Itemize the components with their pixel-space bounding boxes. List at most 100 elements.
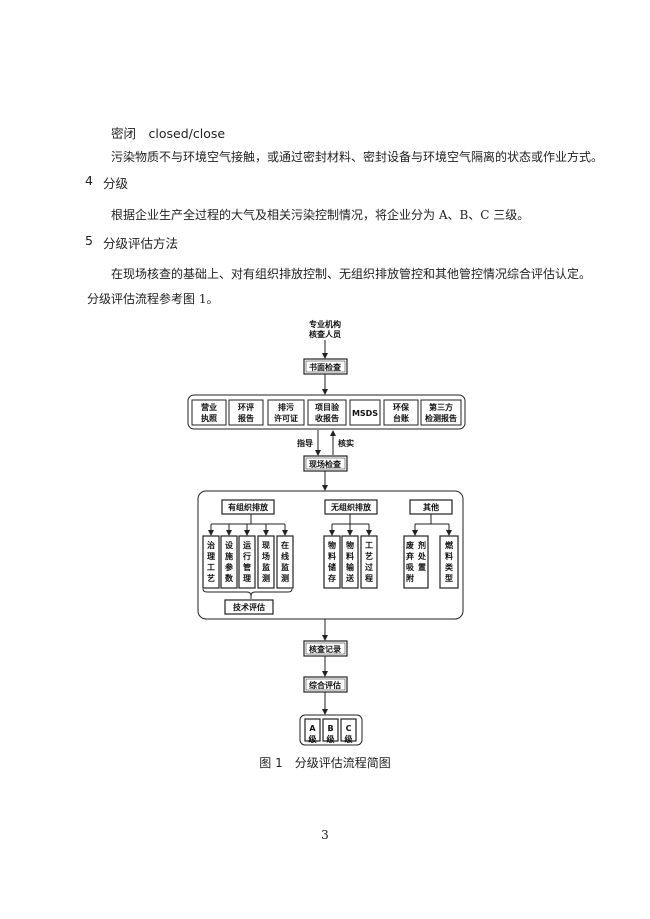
verify-label: 核实 bbox=[338, 438, 354, 448]
documents-container bbox=[187, 394, 466, 430]
svg-text:现场检查: 现场检查 bbox=[309, 459, 342, 469]
other-item-1-char: 附 bbox=[406, 573, 414, 583]
unorganized-item-3-char: 艺 bbox=[365, 551, 373, 561]
svg-text:收报告: 收报告 bbox=[315, 413, 339, 423]
svg-text:环保: 环保 bbox=[393, 402, 410, 412]
document-node-4: 项目验 收报告 bbox=[307, 399, 347, 426]
svg-text:书面检查: 书面检查 bbox=[309, 362, 342, 372]
section-5-title: 分级评估方法 bbox=[103, 236, 179, 251]
svg-text:排污: 排污 bbox=[278, 402, 294, 412]
svg-text:台账: 台账 bbox=[393, 413, 409, 423]
organized-item-5-char: 在 bbox=[281, 540, 289, 550]
tech-eval-node: 技术评估 bbox=[224, 599, 274, 615]
organized-item-1-char: 工 bbox=[207, 563, 215, 572]
unorganized-item-2-char: 料 bbox=[346, 551, 354, 561]
unorganized-emission-node: 无组织排放 bbox=[324, 499, 378, 515]
term-closed: 密闭 closed/close bbox=[111, 126, 226, 141]
document-node-2: 环评 报告 bbox=[228, 399, 264, 426]
grade-1-char: A bbox=[309, 724, 316, 733]
term-closed-definition: 污染物质不与环境空气接触，或通过密封材料、密封设备与环境空气隔离的状态或作业方式… bbox=[111, 150, 604, 164]
grades-container bbox=[299, 714, 363, 746]
svg-text:综合评估: 综合评估 bbox=[309, 680, 341, 690]
organized-emission-node: 有组织排放 bbox=[221, 499, 275, 515]
other-item-1-char: 剂 bbox=[417, 540, 426, 550]
organized-item-3-char: 管 bbox=[243, 562, 251, 572]
other-item-2-char: 类 bbox=[445, 562, 453, 572]
document-node-6: 环保 台账 bbox=[383, 399, 419, 426]
svg-text:有组织排放: 有组织排放 bbox=[228, 502, 269, 512]
grade-3-char: C bbox=[346, 724, 352, 733]
unorganized-item-1-char: 储 bbox=[327, 562, 336, 572]
top-node-institution: 专业机构 核查人员 bbox=[309, 319, 341, 339]
section-4-title: 分级 bbox=[103, 176, 129, 191]
organized-item-2-char: 施 bbox=[225, 551, 233, 561]
written-check-node: 书面检查 bbox=[303, 358, 348, 375]
section-4-number: 4 bbox=[85, 173, 93, 188]
grade-3-char: 级 bbox=[344, 734, 354, 744]
grade-1-char: 级 bbox=[308, 734, 318, 744]
svg-text:许可证: 许可证 bbox=[274, 413, 298, 423]
svg-text:核查记录: 核查记录 bbox=[309, 644, 341, 654]
figure-caption: 图 1 分级评估流程简图 bbox=[259, 756, 391, 770]
section-5-body-line2: 分级评估流程参考图 1。 bbox=[87, 292, 219, 306]
svg-text:执照: 执照 bbox=[201, 413, 217, 423]
svg-text:检测报告: 检测报告 bbox=[425, 413, 457, 423]
organized-item-3-char: 理 bbox=[243, 574, 251, 583]
svg-text:环评: 环评 bbox=[238, 403, 254, 412]
svg-text:无组织排放: 无组织排放 bbox=[330, 502, 372, 512]
svg-text:专业机构: 专业机构 bbox=[309, 319, 341, 329]
other-node: 其他 bbox=[409, 499, 453, 515]
page-number: 3 bbox=[321, 828, 329, 842]
other-item-1-char: 废 bbox=[406, 540, 414, 550]
svg-text:MSDS: MSDS bbox=[352, 409, 378, 418]
other-item-1-char: 弃 bbox=[406, 551, 414, 561]
svg-text:其他: 其他 bbox=[423, 502, 439, 512]
other-item-1-char: 置 bbox=[418, 562, 426, 572]
unorganized-item-3-char: 过 bbox=[365, 562, 373, 572]
svg-text:核查人员: 核查人员 bbox=[309, 329, 341, 339]
svg-text:第三方: 第三方 bbox=[429, 402, 453, 412]
unorganized-item-3-char: 程 bbox=[365, 573, 373, 583]
site-check-node: 现场检查 bbox=[303, 455, 348, 472]
organized-item-3-char: 运 bbox=[243, 541, 251, 550]
unorganized-item-3-char: 工 bbox=[365, 541, 373, 550]
other-item-2-char: 型 bbox=[445, 573, 453, 583]
grade-2: B级 bbox=[322, 718, 339, 744]
unorganized-item-2-char: 送 bbox=[345, 573, 355, 583]
other-item-1-char: 吸 bbox=[406, 563, 414, 572]
grade-2-char: B bbox=[327, 724, 333, 733]
section-5-number: 5 bbox=[85, 233, 93, 248]
document-node-1: 营业 执照 bbox=[191, 399, 227, 426]
check-record-node: 核查记录 bbox=[303, 640, 348, 657]
unorganized-item-1-char: 物 bbox=[328, 540, 336, 550]
unorganized-item-1-char: 存 bbox=[327, 573, 336, 583]
organized-item-1-char: 艺 bbox=[207, 573, 215, 583]
svg-text:报告: 报告 bbox=[238, 413, 254, 423]
grade-3: C级 bbox=[340, 718, 357, 744]
organized-item-5-char: 线 bbox=[281, 551, 289, 561]
organized-item-4-char: 测 bbox=[262, 573, 270, 583]
svg-text:营业: 营业 bbox=[201, 402, 217, 412]
evaluation-container bbox=[197, 490, 464, 620]
section-5-body-line1: 在现场核查的基础上、对有组织排放控制、无组织排放管控和其他管控情况综合评估认定。 bbox=[111, 267, 592, 281]
other-item-1-char: 处 bbox=[417, 551, 427, 561]
other-item-2-char: 燃 bbox=[445, 540, 454, 550]
document-node-5: MSDS bbox=[349, 399, 381, 426]
guide-label: 指导 bbox=[297, 438, 313, 448]
organized-item-1-char: 治 bbox=[207, 540, 215, 550]
grade-2-char: 级 bbox=[326, 734, 336, 744]
organized-item-5-char: 测 bbox=[281, 573, 289, 583]
svg-text:技术评估: 技术评估 bbox=[233, 602, 265, 612]
section-4-body: 根据企业生产全过程的大气及相关污染控制情况，将企业分为 A、B、C 三级。 bbox=[111, 208, 530, 222]
svg-text:项目验: 项目验 bbox=[315, 402, 340, 412]
document-node-7: 第三方 检测报告 bbox=[420, 399, 462, 426]
organized-item-3-char: 行 bbox=[242, 551, 251, 561]
